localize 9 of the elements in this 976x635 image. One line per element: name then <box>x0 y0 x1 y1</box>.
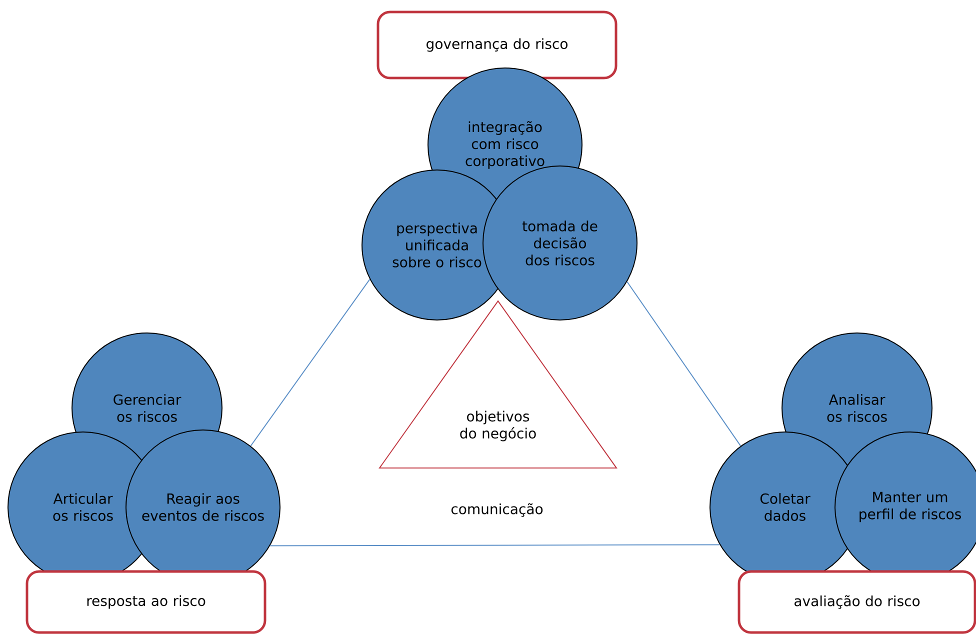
label-text: comunicação <box>451 503 543 517</box>
connector-line <box>250 278 370 446</box>
label-box: avaliação do risco <box>738 570 976 634</box>
label-box: governança do risco <box>376 10 618 80</box>
connector-line <box>270 544 720 546</box>
label-box: resposta ao risco <box>26 570 266 634</box>
node-label: Manter um perfil de riscos <box>860 492 961 522</box>
circle-node: Reagir aos eventos de riscos <box>126 430 280 584</box>
connector-line <box>626 281 742 446</box>
